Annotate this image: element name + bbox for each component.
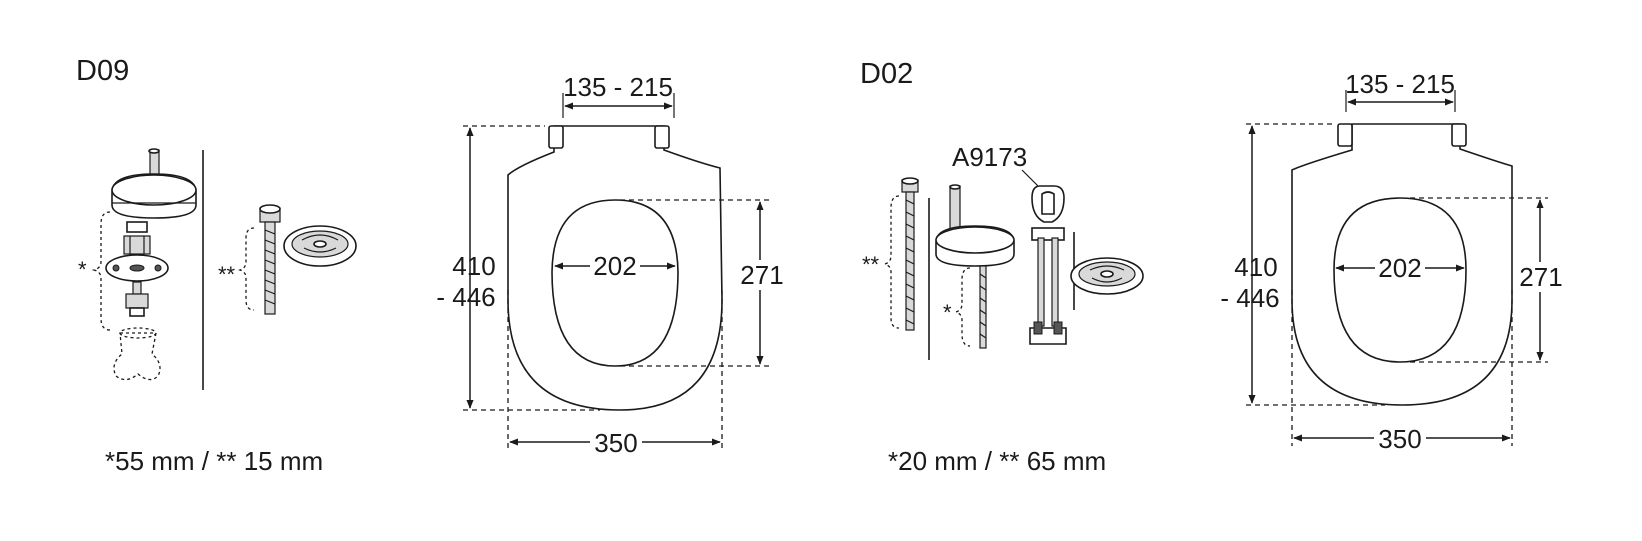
d09-inner-length-label-bg: [740, 260, 786, 290]
d09-section: D09 *: [76, 55, 786, 476]
d02-single-star-marker: *: [943, 300, 952, 325]
d09-length-top-label: 410: [452, 251, 495, 281]
d02-overall-length-dimension: [1246, 123, 1385, 406]
d02-inner-width-label: 202: [1378, 253, 1421, 283]
d02-washer-illustration: [1070, 257, 1144, 295]
d02-footnote: *20 mm / ** 65 mm: [888, 446, 1106, 476]
d09-hinge-spacing-label: 135 - 215: [563, 72, 673, 102]
d02-section: D02 A9173 ** *: [860, 58, 1564, 476]
d02-a9173-tool-illustration: [1021, 169, 1067, 345]
d09-length-bottom-label: - 446: [436, 282, 495, 312]
d02-inner-length-label-bg: [1518, 262, 1564, 292]
d09-inner-width-label-bg: [590, 250, 640, 280]
d09-single-star-marker: *: [78, 257, 87, 282]
d09-outer-width-label-bg: [590, 426, 642, 456]
d02-inner-width-label-bg: [1375, 252, 1425, 282]
d02-inner-length-label: 271: [1519, 262, 1562, 292]
d09-bolt-and-washer-illustration: [237, 204, 357, 315]
d02-hinge-fitting-illustration: [935, 184, 1015, 349]
d02-part-number-label: A9173: [952, 142, 1027, 172]
d09-inner-length-label: 271: [740, 260, 783, 290]
d02-title: D02: [860, 58, 913, 90]
d02-length-top-label: 410: [1234, 252, 1277, 282]
d02-double-star-marker: **: [862, 252, 880, 277]
d09-inner-width-label: 202: [593, 251, 636, 281]
d02-hinge-spacing-dimension: [1345, 90, 1456, 112]
d09-hinge-fitting-illustration: [91, 148, 197, 381]
d09-title: D09: [76, 55, 129, 87]
d02-outer-width-label-bg: [1374, 422, 1426, 452]
d09-outer-width-label: 350: [594, 428, 637, 458]
d02-long-bolt-illustration: [882, 177, 919, 331]
d09-double-star-marker: **: [218, 262, 236, 287]
d02-outer-width-label: 350: [1378, 424, 1421, 454]
d02-seat-outline: [1291, 123, 1513, 406]
d02-length-bottom-label: - 446: [1220, 283, 1279, 313]
d09-overall-length-dimension: [463, 125, 600, 411]
d02-hinge-spacing-label: 135 - 215: [1345, 69, 1455, 99]
d09-seat-outline: [507, 125, 723, 411]
d09-footnote: *55 mm / ** 15 mm: [105, 446, 323, 476]
d09-hinge-spacing-dimension: [562, 93, 675, 118]
